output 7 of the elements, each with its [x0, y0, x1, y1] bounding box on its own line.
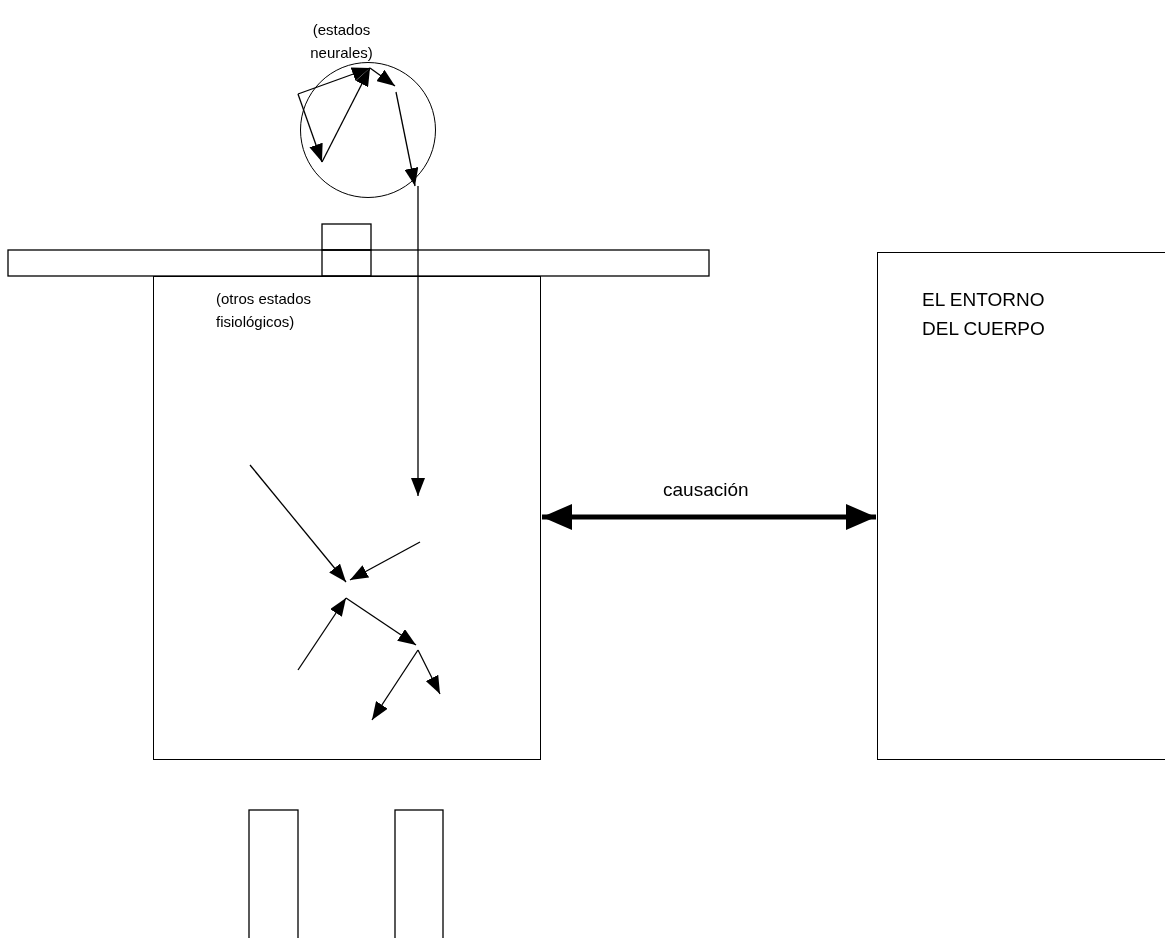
state-label: (estados neurales) — [309, 20, 374, 64]
arrow — [411, 185, 425, 497]
state-label: (otros estados fisiológicos) — [216, 289, 313, 333]
torso-box — [153, 276, 541, 760]
environment-box — [877, 252, 1165, 760]
box-title: EL ENTORNO DEL CUERPO — [922, 288, 1046, 342]
arrow — [542, 504, 876, 530]
